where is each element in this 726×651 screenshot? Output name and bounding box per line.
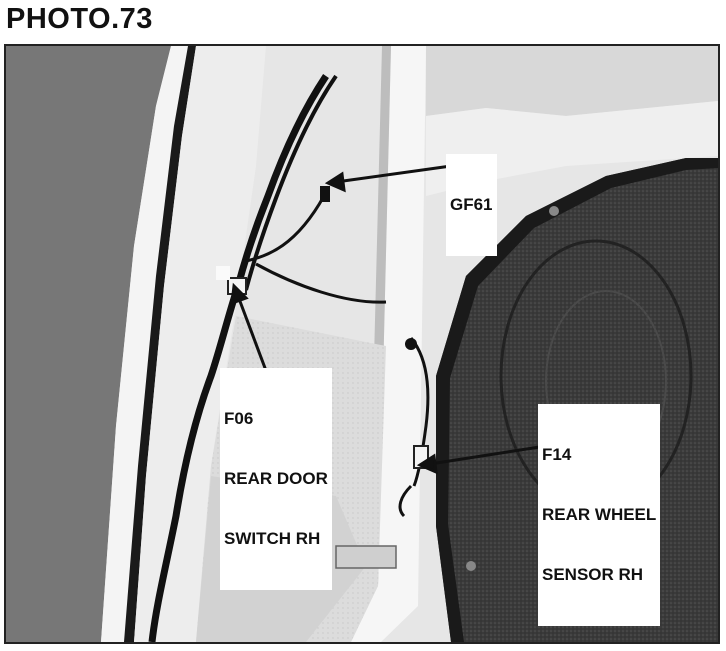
callout-f06-line: SWITCH RH — [224, 529, 321, 548]
vehicle-photo: GF61 F06 REAR DOOR SWITCH RH F14 REAR WH… — [4, 44, 720, 644]
callout-f06-line: F06 — [224, 409, 254, 428]
callout-gf61-line: GF61 — [450, 195, 493, 214]
photo-title: PHOTO.73 — [6, 3, 153, 35]
callout-f06-line: REAR DOOR — [224, 469, 328, 488]
callout-f14-line: F14 — [542, 445, 572, 464]
callout-f14-line: REAR WHEEL — [542, 505, 657, 524]
callout-f14-line: SENSOR RH — [542, 565, 644, 584]
callout-gf61: GF61 — [446, 154, 497, 256]
callout-f06: F06 REAR DOOR SWITCH RH — [220, 368, 332, 590]
callout-f14: F14 REAR WHEEL SENSOR RH — [538, 404, 661, 626]
